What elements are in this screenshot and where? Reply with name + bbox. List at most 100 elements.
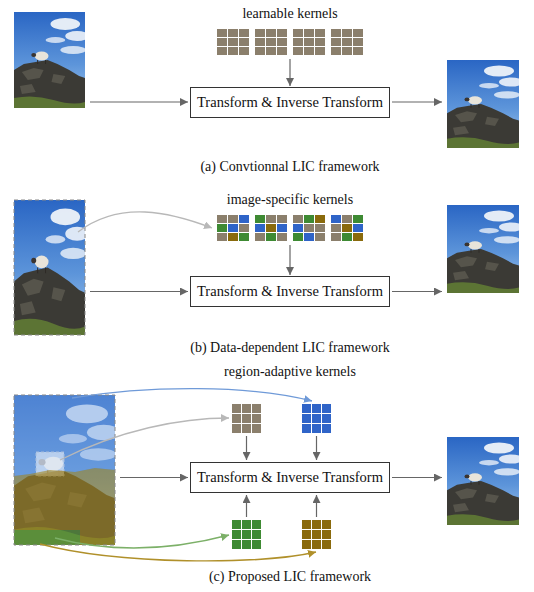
kernel-cell [242,404,251,413]
kernel-cell [255,233,265,241]
flow-arrow [90,101,188,102]
kernel-cell [239,224,249,232]
kernel-cell [252,540,261,549]
region-arrow [55,535,229,548]
kernel-cell [312,540,321,549]
kernel-cell [353,215,363,223]
kernel-arrow [316,436,317,460]
kernel-cell [242,530,251,539]
caption-label-holder: region-adaptive kernels [90,362,490,380]
process-box: Transform & Inverse Transform [190,462,390,493]
kernel-cell [293,224,303,232]
sky-region [14,395,115,476]
kernel-cell [239,29,249,37]
kernel-cell [315,47,325,55]
flow-arrow [392,291,442,292]
kernel-cell [277,233,287,241]
output-image [447,205,523,293]
kernel-cell [277,215,287,223]
kernel-cell [255,38,265,46]
kernel-cell [302,520,311,529]
kernel-cell [331,215,341,223]
kernel-cell [217,215,227,223]
kernel [331,215,363,241]
kernel-cell [293,233,303,241]
flow-arrow [120,477,188,478]
kernel-cell [232,530,241,539]
caption-label-holder: (a) Convtionnal LIC framework [90,157,490,175]
kernel [331,29,363,55]
kernel-heading: region-adaptive kernels [222,364,358,380]
kernel-cell [302,424,311,433]
kernel-cell [322,404,331,413]
kernel-cell [315,38,325,46]
kernel-cell [304,233,314,241]
kernel-cell [342,29,352,37]
node-text: Transform & Inverse Transform [197,469,383,486]
kernel-cell [312,414,321,423]
kernel-cell [242,520,251,529]
kernel-cell [228,224,238,232]
node-text: Transform & Inverse Transform [197,94,383,111]
kernel-cell [304,29,314,37]
dashed-frame [14,395,115,545]
kernel-group: learnable kernels [200,4,380,58]
process-box: Transform & Inverse Transform [190,87,390,118]
kernel [302,520,331,549]
kernel-cell [239,47,249,55]
input-image [14,12,89,108]
node-text: learnable kernels [242,6,337,22]
kernel-cell [232,404,241,413]
kernel-cell [315,224,325,232]
kernel-cell [242,540,251,549]
kernel-cell [302,540,311,549]
kernel-cell [239,38,249,46]
flow-connector [289,59,290,86]
kernel-cell [322,530,331,539]
kernel-cell [315,215,325,223]
kernel-cell [232,540,241,549]
kernel-cell [252,424,261,433]
kernel-grids [217,29,363,55]
flow-arrow [392,477,442,478]
flow-arrow [90,291,188,292]
grass-region [14,530,80,545]
kernel-cell [266,233,276,241]
kernel-group: image-specific kernels [200,190,380,244]
kernel-cell [331,29,341,37]
kernel-cell [239,215,249,223]
flow-connector [289,245,290,275]
kernel-cell [304,47,314,55]
kernel [232,520,261,549]
panel-caption: (a) Convtionnal LIC framework [198,159,381,175]
kernel-cell [331,47,341,55]
kernel-cell [353,224,363,232]
kernel-cell [331,233,341,241]
kernel-cell [228,47,238,55]
kernel-cell [252,404,261,413]
kernel-arrow [316,495,317,517]
node-text: image-specific kernels [227,192,353,208]
caption-label-holder: (b) Data-dependent LIC framework [90,338,490,356]
kernel-cell [353,233,363,241]
kernel-arrow [246,495,247,517]
kernel-cell [342,38,352,46]
kernel [255,215,287,241]
node-text: Transform & Inverse Transform [197,283,383,300]
kernel-grids [217,215,363,241]
kernel-cell [277,38,287,46]
kernel-cell [353,29,363,37]
kernel-cell [293,215,303,223]
kernel-cell [266,38,276,46]
kernel-cell [304,215,314,223]
dashed-frame [14,200,85,335]
kernel-cell [228,215,238,223]
kernel-cell [277,29,287,37]
rock-region [14,468,115,545]
region-arrow [40,544,316,561]
kernel-cell [255,29,265,37]
kernel-cell [228,29,238,37]
kernel-cell [266,47,276,55]
